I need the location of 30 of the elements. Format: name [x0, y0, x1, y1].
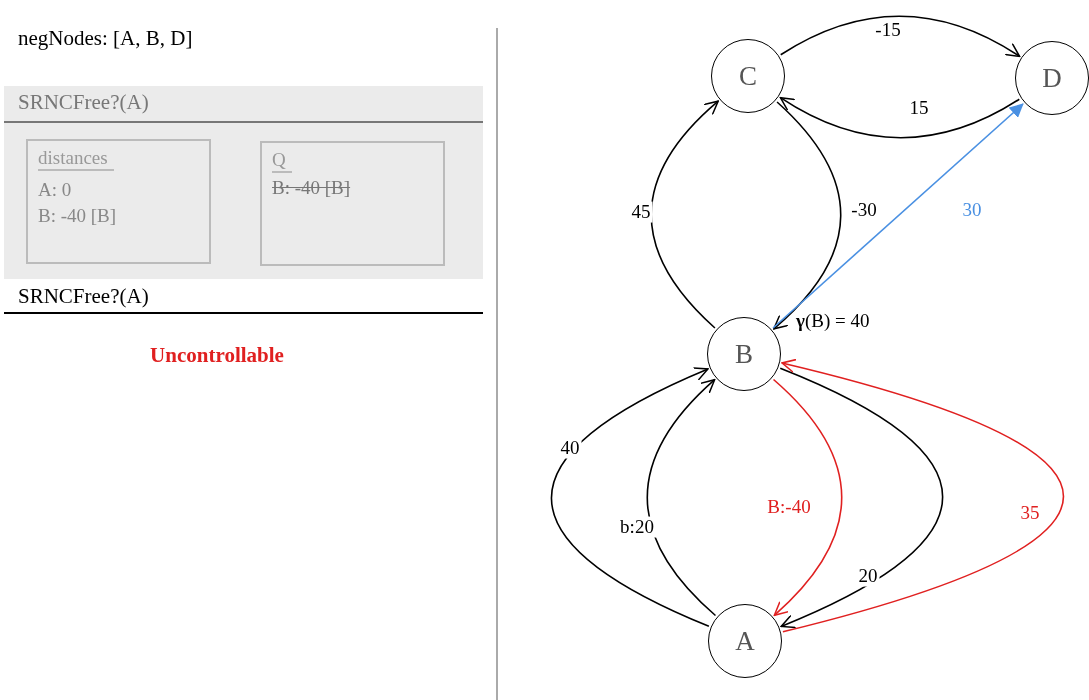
box-heading: distances: [38, 147, 114, 171]
node-annotation: γ(B) = 40: [796, 310, 870, 332]
list-entry: B: -40 [B]: [38, 205, 117, 227]
arrow: [773, 101, 842, 330]
arrow: [646, 378, 717, 617]
arrow: [781, 359, 1065, 633]
node-label: D: [1041, 62, 1063, 94]
panel-heading: SRNCFree?(A): [18, 90, 149, 115]
arrow: [550, 367, 710, 628]
arrow: [772, 378, 843, 617]
list-entry: B: -40 [B]: [272, 177, 351, 199]
list-entry: A: 0: [38, 179, 72, 201]
edge-label: 40: [558, 437, 582, 459]
result-heading: SRNCFree?(A): [18, 284, 149, 309]
arrow: [779, 96, 1021, 139]
edge-label: 45: [629, 201, 653, 223]
arrow: [772, 103, 1024, 329]
panel-band: [4, 86, 483, 279]
list-box: [26, 139, 211, 264]
arrow: [779, 15, 1021, 58]
status-text: Uncontrollable: [150, 343, 284, 368]
box-heading: Q: [272, 149, 292, 173]
arrow: [779, 367, 944, 628]
node-label: A: [734, 625, 756, 657]
node-label: C: [738, 60, 758, 92]
list-box: [260, 141, 445, 266]
info-text: negNodes: [A, B, D]: [18, 26, 193, 51]
arrow: [650, 100, 719, 329]
node-label: B: [734, 338, 754, 370]
edge-label: b:20: [618, 516, 656, 538]
